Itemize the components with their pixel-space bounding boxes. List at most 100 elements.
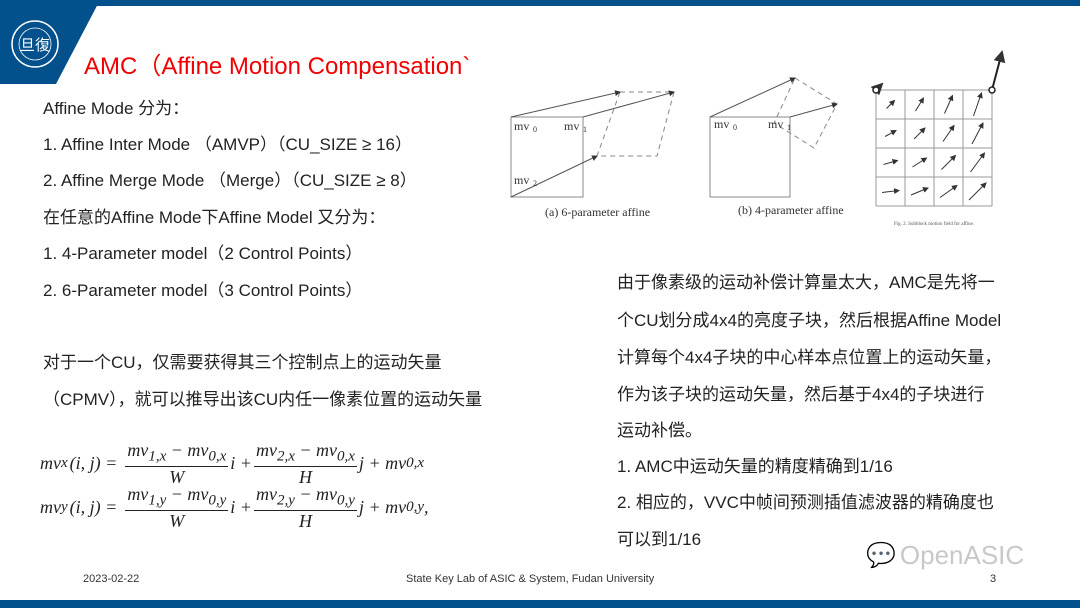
watermark: 💬 OpenASIC	[866, 540, 1024, 571]
text-line: 个CU划分成4x4的亮度子块，然后根据Affine Model	[617, 311, 1002, 330]
text-line: 1. AMC中运动矢量的精度精确到1/16	[617, 457, 893, 476]
text-line: 2. Affine Merge Mode （Merge）（CU_SIZE ≥ 8…	[43, 171, 417, 190]
motion-vector-arrow	[881, 188, 900, 195]
motion-vector-arrow	[884, 130, 897, 137]
watermark-text: OpenASIC	[899, 540, 1025, 570]
motion-vector-arrow	[915, 97, 925, 112]
f-text: − mv	[166, 484, 209, 504]
f-sub: 0,x	[337, 448, 355, 465]
motion-vector-arrow	[942, 124, 955, 142]
f-sub: 2,y	[276, 492, 295, 509]
f-text: mv	[255, 440, 277, 460]
text-line: 对于一个CU，仅需要获得其三个控制点上的运动矢量	[43, 353, 442, 372]
motion-vector-arrow	[941, 154, 957, 170]
control-point	[872, 86, 880, 94]
f-text: i +	[230, 497, 252, 518]
f-sub: 1,x	[148, 448, 167, 465]
f-text: − mv	[166, 440, 209, 460]
motion-vector-arrow	[970, 152, 986, 173]
f-sub: 0,y	[208, 492, 227, 509]
control-point-vector	[991, 50, 1006, 91]
f-sub: y	[61, 499, 68, 516]
motion-vector-arrow	[913, 127, 926, 140]
f-text: − mv	[294, 484, 338, 504]
footer-date: 2023-02-22	[83, 573, 140, 585]
f-sub: 1,y	[148, 492, 167, 509]
motion-vector-arrow	[883, 158, 899, 165]
text-line: 1. Affine Inter Mode （AMVP）（CU_SIZE ≥ 16…	[43, 135, 412, 154]
bottom-bar	[0, 600, 1080, 608]
f-sub: 2,x	[276, 448, 295, 465]
text-line: 2. 6-Parameter model（3 Control Points）	[43, 281, 363, 300]
f-sub: 0,x	[208, 448, 227, 465]
label-sub: 2	[533, 179, 537, 188]
motion-vector-arrow	[939, 184, 958, 198]
footer-center: State Key Lab of ASIC & System, Fudan Un…	[406, 573, 655, 585]
f-sub: 0,y	[337, 492, 355, 509]
f-text: mv	[255, 484, 277, 504]
text-line: 在任意的Affine Mode下Affine Model 又分为：	[43, 208, 386, 227]
text-line: 由于像素级的运动补偿计算量太大，AMC是先将一	[617, 273, 995, 292]
fudan-university-seal-icon: 旦復	[11, 20, 59, 68]
label-mv1: mv	[768, 117, 783, 131]
caption-b: (b) 4-parameter affine	[738, 203, 844, 217]
f-text: (i, j) =	[69, 497, 118, 518]
motion-vector-arrow	[886, 99, 896, 109]
motion-vector-arrow	[944, 94, 954, 114]
motion-vector-arrow	[912, 157, 928, 168]
f-text: H	[298, 466, 312, 487]
f-sub: x	[61, 455, 68, 472]
text-line: 1. 4-Parameter model（2 Control Points）	[43, 244, 363, 263]
figure-6-parameter	[510, 90, 675, 198]
wechat-icon: 💬	[866, 542, 896, 569]
label-sub: 0	[533, 125, 537, 134]
text-line: 运动补偿。	[617, 421, 702, 440]
f-text: W	[169, 510, 185, 531]
f-sub: 0,x	[406, 455, 424, 472]
motion-vector-arrow	[971, 122, 984, 145]
text-line: 作为该子块的运动矢量，然后基于4x4的子块进行	[617, 385, 985, 404]
caption-c: Fig. 2. Subblock motion field for affine…	[894, 222, 974, 227]
f-text: (i, j) =	[69, 453, 118, 474]
motion-vector-arrow	[910, 187, 929, 196]
text-line: 可以到1/16	[617, 530, 702, 549]
figure-4-parameter	[709, 77, 838, 198]
header-logo-block: 旦復	[0, 0, 100, 84]
f-text: i +	[230, 453, 252, 474]
text-line: （CPMV），就可以推导出该CU内任一像素位置的运动矢量	[43, 390, 483, 409]
text-line: 2. 相应的，VVC中帧间预测插值滤波器的精确度也	[617, 493, 994, 512]
caption-a: (a) 6-parameter affine	[545, 205, 650, 219]
text-line: 计算每个4x4子块的中心样本点位置上的运动矢量，	[617, 348, 1002, 367]
f-text: j + mv	[358, 453, 407, 474]
f-text: ,	[424, 497, 429, 518]
f-text: j + mv	[358, 497, 407, 518]
f-text: W	[169, 466, 185, 487]
text-line: Affine Mode 分为：	[43, 99, 190, 118]
motion-vector-arrow	[968, 182, 987, 201]
motion-vector-arrow	[973, 92, 983, 117]
f-text: mv	[40, 453, 61, 474]
f-text: − mv	[294, 440, 338, 460]
label-mv1: mv	[564, 119, 579, 133]
figure-subblock-motion-field	[870, 50, 1006, 207]
label-sub: 1	[787, 123, 791, 132]
control-point	[988, 86, 996, 94]
slide-title: AMC（Affine Motion Compensation`	[84, 53, 471, 80]
footer-page-number: 3	[990, 573, 997, 585]
label-mv0: mv	[514, 119, 529, 133]
svg-text:旦復: 旦復	[20, 37, 50, 54]
f-text: mv	[127, 484, 149, 504]
f-text: H	[298, 510, 312, 531]
f-sub: 0,y	[406, 499, 424, 516]
f-text: mv	[40, 497, 61, 518]
label-mv2: mv	[514, 173, 529, 187]
label-mv0: mv	[714, 117, 729, 131]
label-sub: 1	[583, 125, 587, 134]
